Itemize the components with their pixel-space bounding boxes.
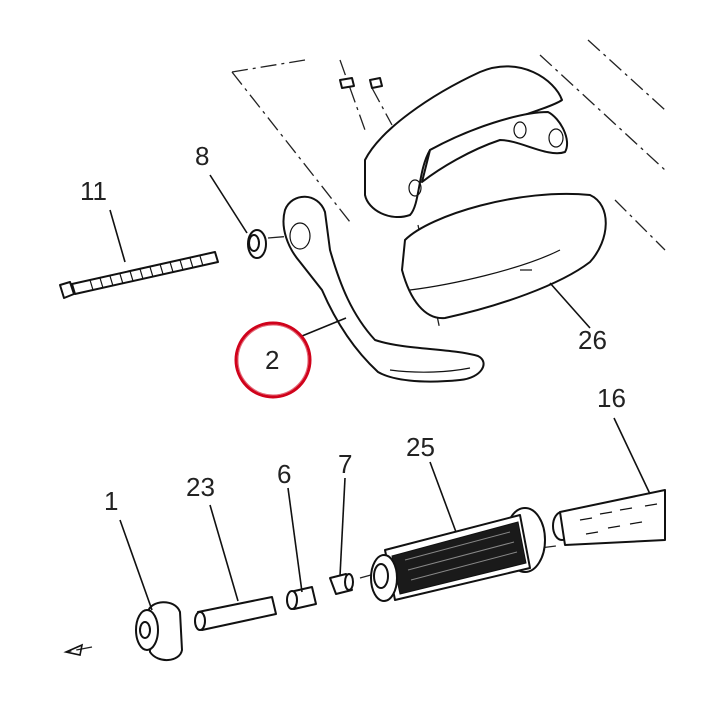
part-1-bar-end xyxy=(135,601,183,661)
hand-guard-assembly xyxy=(339,65,607,320)
part-25-grip xyxy=(370,507,546,602)
part-11-bolt xyxy=(59,251,219,299)
label-part-23: 23 xyxy=(186,472,215,502)
label-part-6: 6 xyxy=(277,459,291,489)
leader-lines xyxy=(109,174,651,611)
highlight-circle xyxy=(234,321,312,399)
callout-labels: 11 8 2 26 16 25 7 6 23 1 xyxy=(80,141,626,516)
part-23-tube xyxy=(194,596,277,631)
part-16-grip xyxy=(552,489,666,546)
label-part-8: 8 xyxy=(195,141,209,171)
part-8-washer xyxy=(247,229,267,259)
label-part-26: 26 xyxy=(578,325,607,355)
label-part-1: 1 xyxy=(104,486,118,516)
label-part-16: 16 xyxy=(597,383,626,413)
label-part-11: 11 xyxy=(80,176,107,206)
label-part-2: 2 xyxy=(265,345,279,375)
part-2-lever xyxy=(282,195,485,383)
label-part-25: 25 xyxy=(406,432,435,462)
part-7-sleeve xyxy=(329,573,354,595)
label-part-7: 7 xyxy=(338,449,352,479)
part-6-spacer xyxy=(286,586,317,610)
